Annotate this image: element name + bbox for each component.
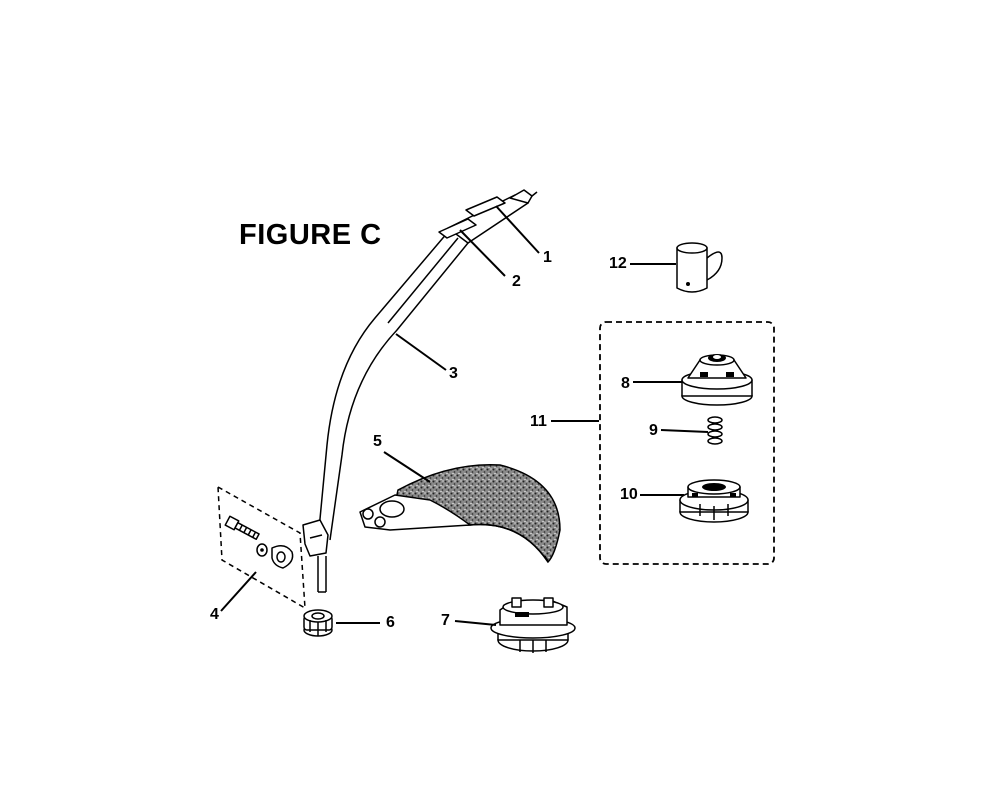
spring-part xyxy=(707,416,723,445)
callout-11: 11 xyxy=(530,413,547,430)
callout-9: 9 xyxy=(649,422,658,439)
nut-part xyxy=(303,609,333,637)
callout-10: 10 xyxy=(620,486,638,503)
callout-12: 12 xyxy=(609,255,627,272)
hardware-kit-part xyxy=(217,485,306,610)
callout-1: 1 xyxy=(543,249,552,266)
assembly-group-box xyxy=(599,321,775,565)
figure-title: FIGURE C xyxy=(239,219,382,251)
callout-5: 5 xyxy=(373,433,382,450)
callout-8: 8 xyxy=(621,375,630,392)
guard-part xyxy=(359,463,561,564)
callout-4: 4 xyxy=(210,606,219,623)
callout-2: 2 xyxy=(512,273,521,290)
callout-3: 3 xyxy=(449,365,458,382)
leader-lines xyxy=(220,205,709,626)
trimmer-head-part xyxy=(490,597,576,653)
spool-cap-part xyxy=(681,354,753,406)
shaft-part xyxy=(302,189,538,593)
sleeve-tool-part xyxy=(676,242,723,293)
spool-part xyxy=(679,479,749,523)
callout-6: 6 xyxy=(386,614,395,631)
callout-7: 7 xyxy=(441,612,450,629)
